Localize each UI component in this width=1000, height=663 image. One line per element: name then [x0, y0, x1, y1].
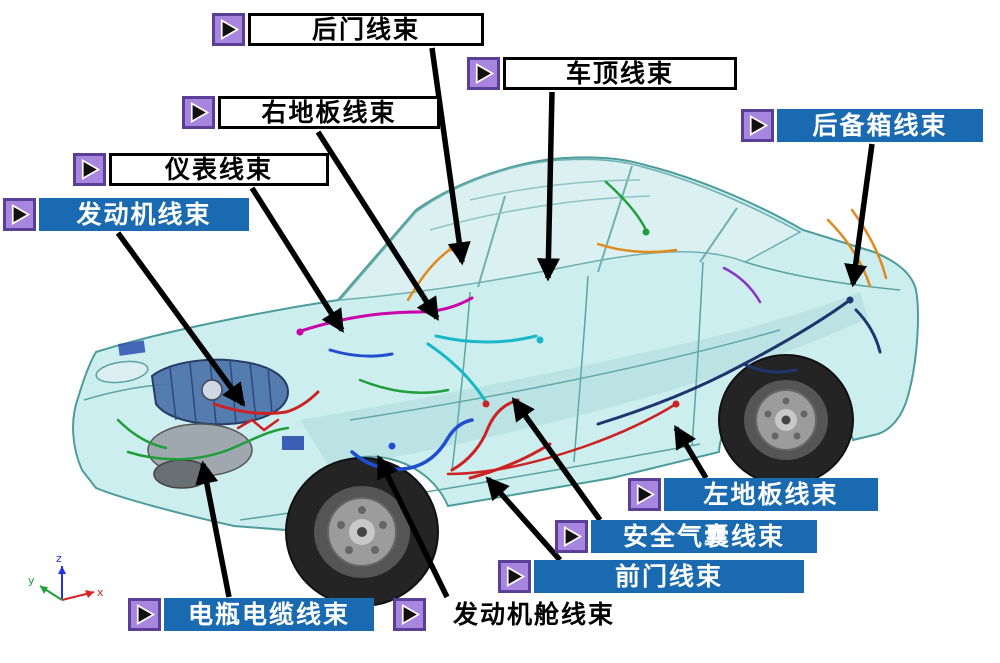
callout-engine-bay-harness: 发动机舱线束	[393, 598, 639, 631]
arrow-battery-cable	[195, 460, 232, 598]
trunk-harness-label: 后备箱线束	[777, 109, 983, 142]
arrow-engine	[115, 231, 246, 407]
axis-x-label: x	[97, 586, 104, 599]
arrow-right-floor	[315, 130, 440, 321]
play-triangle-icon	[555, 520, 588, 553]
engine-harness-label: 发动机线束	[39, 198, 249, 231]
play-triangle-icon	[73, 153, 106, 186]
callout-left-floor-harness: 左地板线束	[628, 478, 878, 511]
arrow-left-floor	[673, 425, 709, 480]
arrow-airbag	[511, 397, 603, 522]
play-triangle-icon	[182, 96, 215, 129]
roof-harness-label: 车顶线束	[503, 57, 737, 90]
engine-block	[118, 340, 304, 489]
callout-arrows	[115, 47, 875, 599]
harness-lines	[116, 180, 888, 480]
instrument-harness-label: 仪表线束	[109, 153, 329, 186]
engine-bay-harness-label: 发动机舱线束	[429, 598, 639, 631]
play-triangle-icon	[212, 13, 245, 46]
front-door-harness-label: 前门线束	[534, 560, 804, 593]
axis-z-label: z	[56, 552, 62, 565]
axis-triad: z x y	[28, 552, 104, 601]
callout-right-floor-harness: 右地板线束	[182, 96, 440, 129]
play-triangle-icon	[393, 598, 426, 631]
arrow-rear-door	[429, 47, 471, 266]
callout-engine-harness: 发动机线束	[3, 198, 249, 231]
rear-door-harness-label: 后门线束	[248, 13, 484, 46]
callout-front-door-harness: 前门线束	[498, 560, 804, 593]
play-triangle-icon	[467, 57, 500, 90]
arrow-front-door	[485, 476, 563, 562]
arrow-roof	[536, 91, 560, 282]
axis-y-label: y	[28, 574, 35, 587]
play-triangle-icon	[498, 560, 531, 593]
right-floor-harness-label: 右地板线束	[218, 96, 440, 129]
callout-roof-harness: 车顶线束	[467, 57, 737, 90]
callout-rear-door-harness: 后门线束	[212, 13, 484, 46]
callout-instrument-harness: 仪表线束	[73, 153, 329, 186]
left-floor-harness-label: 左地板线束	[664, 478, 878, 511]
callout-trunk-harness: 后备箱线束	[741, 109, 983, 142]
arrow-instrument	[249, 186, 345, 333]
rear-wheel	[718, 354, 854, 486]
arrow-trunk	[844, 143, 875, 288]
play-triangle-icon	[128, 598, 161, 631]
play-triangle-icon	[3, 198, 36, 231]
play-triangle-icon	[628, 478, 661, 511]
airbag-harness-label: 安全气囊线束	[591, 520, 817, 553]
battery-cable-harness-label: 电瓶电缆线束	[164, 598, 374, 631]
callout-battery-cable-harness: 电瓶电缆线束	[128, 598, 374, 631]
play-triangle-icon	[741, 109, 774, 142]
arrow-engine-bay	[376, 454, 450, 599]
callout-airbag-harness: 安全气囊线束	[555, 520, 817, 553]
